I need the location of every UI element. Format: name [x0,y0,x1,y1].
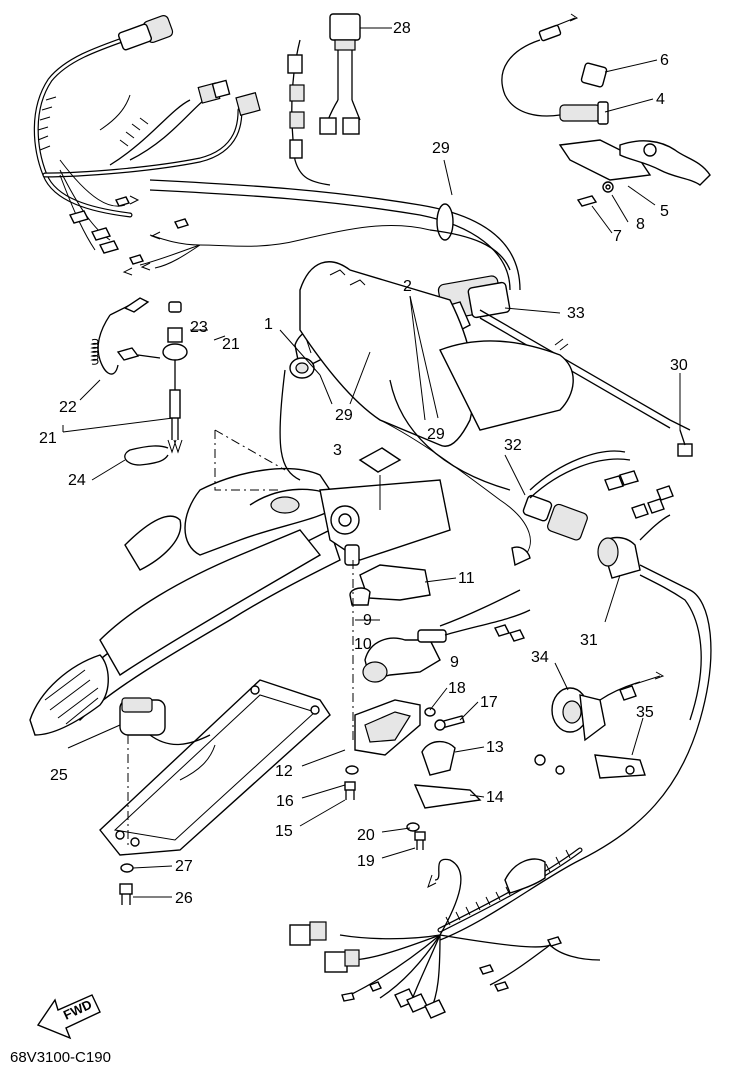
callout-16: 16 [276,793,294,810]
parts-12-18-fasteners [344,699,482,850]
diagram-code: 68V3100-C190 [10,1049,111,1066]
tiller-handle-assembly [29,429,451,736]
callout-30: 30 [670,357,688,374]
callout-18: 18 [448,680,466,697]
callout-29-right: 29 [427,426,445,443]
part-28-connector [287,13,361,186]
lower-cover [99,679,331,856]
callout-23: 23 [190,319,208,336]
callout-8: 8 [636,216,645,233]
callout-26: 26 [175,890,193,907]
callout-11: 11 [458,570,475,587]
part-25-switch [119,697,211,845]
callout-24: 24 [68,472,86,489]
callout-14: 14 [486,789,504,806]
callout-29-mid: 29 [335,407,353,424]
callout-29-top: 29 [432,140,450,157]
callout-13: 13 [486,739,504,756]
parts-4-to-8-switch-assembly [501,13,711,207]
callout-4: 4 [656,91,665,108]
callout-12: 12 [275,763,293,780]
callout-1: 1 [264,316,273,333]
lower-wiring-harness [289,847,601,1019]
callout-21-top: 21 [222,336,240,353]
parts-9-10-sensor [358,546,531,683]
callout-22: 22 [59,399,77,416]
callout-3: 3 [333,442,342,459]
callout-27: 27 [175,858,193,875]
callout-15: 15 [275,823,293,840]
callout-17: 17 [480,694,498,711]
callout-9-top: 9 [363,612,372,629]
parts-34-35-buzzer [534,671,665,779]
callout-25: 25 [50,767,68,784]
callout-20: 20 [357,827,375,844]
callout-labels: 28 6 4 29 5 8 7 2 33 1 23 21 30 29 22 21… [39,20,688,907]
parts-3-11-caps [349,447,431,740]
callout-34: 34 [531,649,549,666]
callout-32: 32 [504,437,522,454]
parts-21-24-stop-switch [90,297,188,466]
callout-28: 28 [393,20,411,37]
steering-bracket [299,261,574,561]
leader-lines [62,27,681,898]
parts-31-32-connectors [389,379,712,941]
callout-6: 6 [660,52,669,69]
callout-33: 33 [567,305,585,322]
callout-7: 7 [613,228,622,245]
callout-19: 19 [357,853,375,870]
callout-2: 2 [403,278,412,295]
callout-31: 31 [580,632,598,649]
parts-26-27-screw [119,863,134,905]
callout-10: 10 [354,636,372,653]
parts-29-33-harness-clamp [429,203,693,457]
callout-21-left: 21 [39,430,57,447]
fwd-arrow-icon: FWD [36,994,101,1040]
callout-5: 5 [660,203,669,220]
main-wiring-harness-top [33,15,521,291]
callout-9-right: 9 [450,654,459,671]
callout-35: 35 [636,704,654,721]
